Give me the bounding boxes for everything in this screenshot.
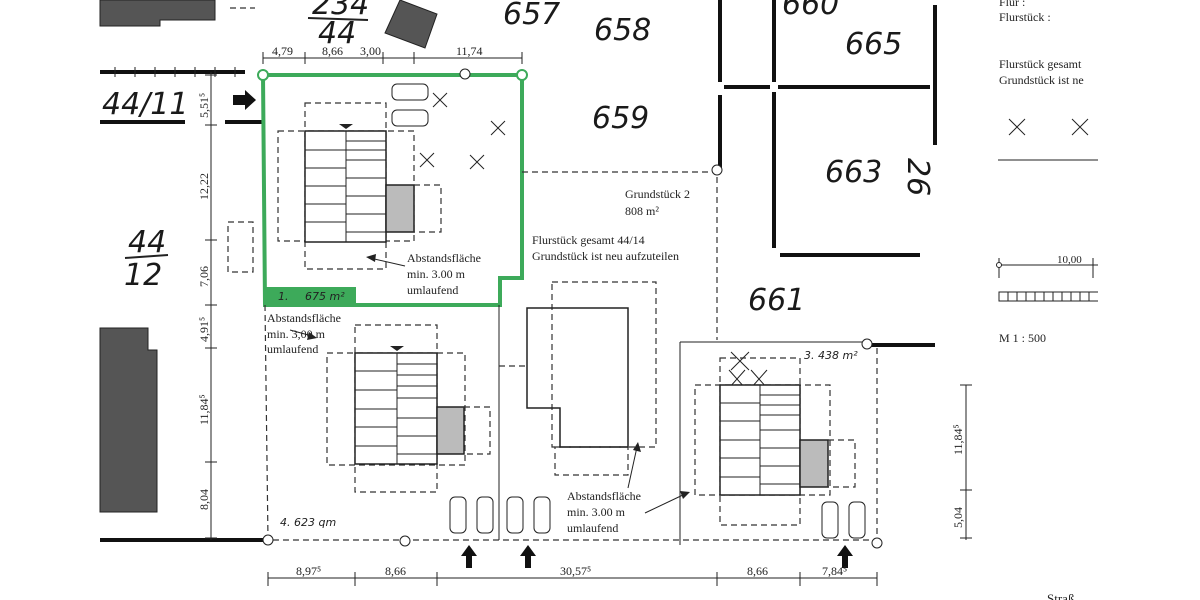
neighbor-building-top-left <box>99 0 216 27</box>
svg-text:4,91⁵: 4,91⁵ <box>197 317 211 342</box>
svg-text:Grundstück ist neu aufzuteilen: Grundstück ist neu aufzuteilen <box>532 249 679 263</box>
svg-text:Abstandsfläche: Abstandsfläche <box>567 489 641 503</box>
cadastral-boundaries <box>100 0 937 542</box>
lot-2-text: Grundstück 2 808 m² Flurstück gesamt 44/… <box>532 187 690 263</box>
svg-text:12: 12 <box>124 258 162 293</box>
lot-4-label: 4. 623 qm <box>280 516 336 529</box>
legend: Flur : Flurstück : Flurstück gesamt Grun… <box>996 0 1098 600</box>
svg-text:Grundstück ist ne: Grundstück ist ne <box>999 73 1084 87</box>
parcel-660: 660 <box>782 0 839 22</box>
setback-note-4: Abstandsfläche min. 3,00 m umlaufend <box>267 311 341 356</box>
lot-1-area: 675 m² <box>305 290 345 303</box>
street-label: Straß <box>1047 591 1075 600</box>
svg-text:umlaufend: umlaufend <box>567 521 618 535</box>
svg-text:Grundstück 2: Grundstück 2 <box>625 187 690 201</box>
svg-text:30,57⁵: 30,57⁵ <box>560 564 591 578</box>
neighbor-building-left <box>99 327 158 513</box>
svg-text:11,84⁵: 11,84⁵ <box>197 394 211 425</box>
parking-lot-1 <box>391 83 429 127</box>
svg-text:min. 3.00 m: min. 3.00 m <box>407 267 466 281</box>
parcel-663: 663 <box>825 155 882 190</box>
svg-text:3,00: 3,00 <box>360 44 381 58</box>
neighbor-building-small <box>384 0 438 49</box>
svg-text:11,74: 11,74 <box>456 44 483 58</box>
lot-3-label: 3. 438 m² <box>804 349 858 362</box>
parcel-657: 657 <box>503 0 560 32</box>
svg-text:Abstandsfläche: Abstandsfläche <box>267 311 341 325</box>
svg-text:Flurstück :: Flurstück : <box>999 10 1051 24</box>
dimension-top: 4,79 8,66 3,00 11,74 <box>262 44 523 64</box>
svg-text:44: 44 <box>128 225 166 260</box>
svg-text:8,04: 8,04 <box>197 489 211 510</box>
parcel-234-44: 234 44 <box>307 0 369 51</box>
setback-note-1: Abstandsfläche min. 3.00 m umlaufend <box>366 251 481 297</box>
dimension-left: 5,51⁵ 12,22 7,06 4,91⁵ 11,84⁵ 8,04 <box>197 72 217 540</box>
scale-ratio: M 1 : 500 <box>999 331 1046 345</box>
setback-note-2: Abstandsfläche min. 3.00 m umlaufend <box>567 442 690 535</box>
lot-1-number: 1. <box>278 290 289 303</box>
svg-text:5,51⁵: 5,51⁵ <box>197 93 211 118</box>
svg-text:234: 234 <box>312 0 369 22</box>
svg-text:5,04: 5,04 <box>951 507 965 528</box>
svg-text:808 m²: 808 m² <box>625 204 659 218</box>
svg-text:7,06: 7,06 <box>197 266 211 287</box>
svg-text:Flurstück gesamt: Flurstück gesamt <box>999 57 1082 71</box>
svg-text:8,66: 8,66 <box>747 564 768 578</box>
dimension-bottom: 8,97⁵ 8,66 30,57⁵ 8,66 7,84⁵ <box>267 564 878 586</box>
parcel-44-12: 44 12 <box>124 225 169 293</box>
scale-length: 10,00 <box>1057 254 1082 266</box>
dimension-right: 11,84⁵ 5,04 <box>951 384 972 540</box>
dashed-garage-outline <box>227 221 254 273</box>
svg-text:Flurstück gesamt 44/14: Flurstück gesamt 44/14 <box>532 233 645 247</box>
parcel-26: 26 <box>900 158 935 196</box>
svg-text:min. 3.00 m: min. 3.00 m <box>567 505 626 519</box>
access-arrows <box>233 90 853 568</box>
svg-text:12,22: 12,22 <box>197 173 211 200</box>
parcel-661: 661 <box>748 283 805 318</box>
house-1 <box>277 102 442 270</box>
svg-text:7,84⁵: 7,84⁵ <box>822 564 847 578</box>
svg-text:4,79: 4,79 <box>272 44 293 58</box>
svg-text:umlaufend: umlaufend <box>407 283 458 297</box>
svg-text:8,66: 8,66 <box>322 44 343 58</box>
svg-text:umlaufend: umlaufend <box>267 342 318 356</box>
svg-text:11,84⁵: 11,84⁵ <box>951 424 965 455</box>
svg-text:8,97⁵: 8,97⁵ <box>296 564 321 578</box>
parcel-659: 659 <box>592 101 649 136</box>
svg-text:8,66: 8,66 <box>385 564 406 578</box>
tree-markers <box>419 92 1089 389</box>
house-2 <box>499 281 657 476</box>
svg-text:Flur :: Flur : <box>999 0 1025 9</box>
parcel-658: 658 <box>594 13 651 48</box>
svg-text:min. 3,00 m: min. 3,00 m <box>267 327 326 341</box>
svg-text:Abstandsfläche: Abstandsfläche <box>407 251 481 265</box>
house-3 <box>694 357 856 526</box>
parking-bottom <box>449 496 866 539</box>
parcel-44-11: 44/11 <box>102 87 188 122</box>
lot-boundaries <box>262 164 883 549</box>
svg-text:44: 44 <box>318 16 356 51</box>
house-4 <box>326 324 491 493</box>
parcel-665: 665 <box>845 27 902 62</box>
